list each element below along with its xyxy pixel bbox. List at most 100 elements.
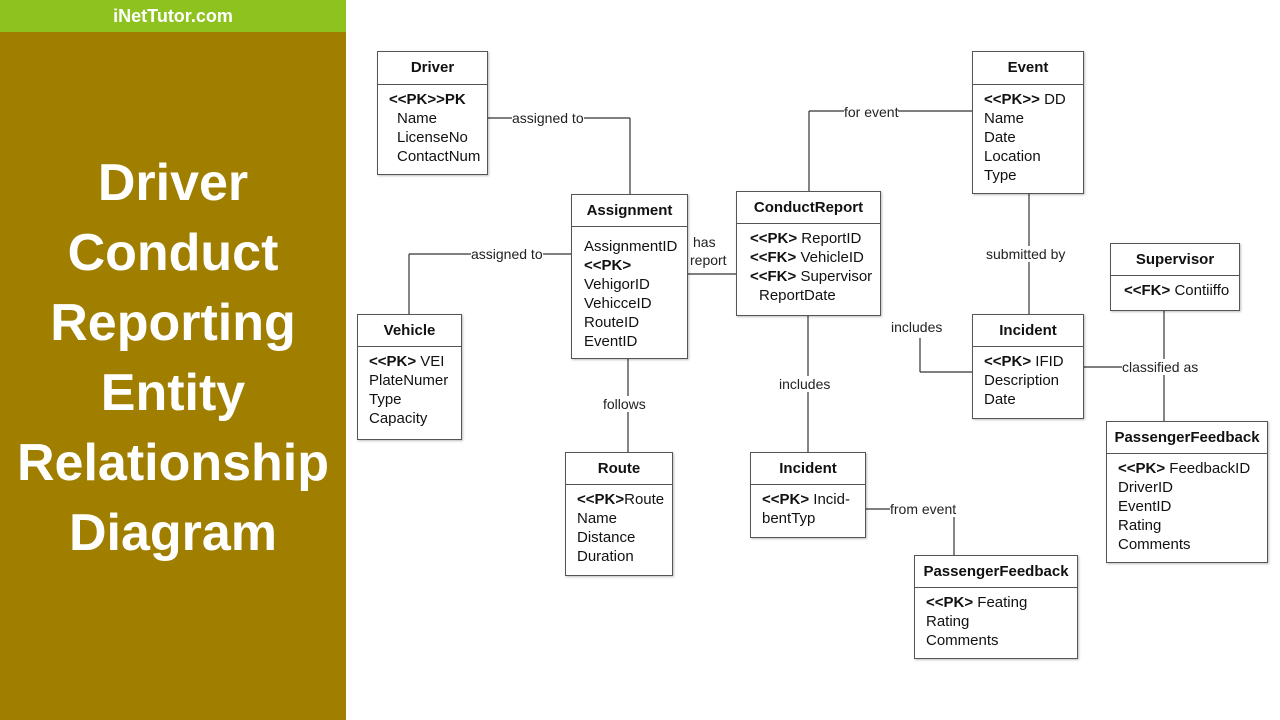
relationship-label: includes <box>891 319 943 335</box>
title-line: Conduct <box>67 224 279 282</box>
attribute: <<PK> ReportID <box>750 229 880 248</box>
entity-title: Vehicle <box>358 315 461 347</box>
attribute-name: Route <box>624 491 665 508</box>
attribute-key: <<PK> <box>1118 460 1166 477</box>
attribute-name: IFID <box>1035 353 1064 370</box>
attribute: ReportDate <box>759 287 836 304</box>
attribute-key: <<PK> <box>369 353 417 370</box>
attribute-name: FeedbackID <box>1169 460 1251 477</box>
entity-event: Event <<PK>> DD Name Date Location Type <box>972 51 1084 194</box>
attribute-list: <<PK> Feating Rating Comments <box>915 588 1077 655</box>
attribute: <<PK> Incid- <box>762 490 865 509</box>
attribute-key: <<PK> <box>926 594 974 611</box>
attribute: <<PK> VEI <box>369 352 461 371</box>
title-line: Entity <box>100 364 246 422</box>
attribute-key: <<FK> <box>750 268 797 285</box>
entity-conduct-report: ConductReport <<PK> ReportID <<FK> Vehic… <box>736 191 881 316</box>
entity-passenger-feedback-right: PassengerFeedback <<PK> FeedbackID Drive… <box>1106 421 1268 563</box>
attribute-list: <<FK> Contiiffo <box>1111 276 1239 305</box>
attribute: ContactNum <box>397 148 481 165</box>
attribute: LicenseNo <box>397 129 468 146</box>
relationship-label: follows <box>603 396 646 412</box>
attribute-list: AssignmentID <<PK> VehigorID VehicceID R… <box>572 227 687 356</box>
attribute: EventID <box>584 333 638 350</box>
entity-title: PassengerFeedback <box>915 556 1077 588</box>
attribute: Description <box>984 372 1060 389</box>
relationship-label: report <box>690 252 727 268</box>
attribute-key: <<PK> <box>584 257 632 274</box>
attribute-list: <<PK>>PK Name LicenseNo ContactNum <box>378 85 487 171</box>
entity-title: ConductReport <box>737 192 880 224</box>
attribute: bentTyp <box>762 510 816 527</box>
attribute-key: <<PK> <box>577 491 625 508</box>
entity-title: Supervisor <box>1111 244 1239 276</box>
attribute: <<PK>Route <box>577 490 672 509</box>
attribute: <<PK>> DD <box>984 90 1083 109</box>
attribute: PlateNumer <box>369 372 449 389</box>
attribute-key: <<PK>> <box>984 91 1040 108</box>
attribute: Duration <box>577 548 634 565</box>
attribute-key: <<PK>> <box>389 91 445 108</box>
attribute: Type <box>984 167 1017 184</box>
relationship-label: submitted by <box>986 246 1066 262</box>
relationship-label: assigned to <box>471 246 543 262</box>
attribute: Type <box>369 391 402 408</box>
relationship-label: from event <box>890 501 957 517</box>
page-title: Driver Conduct Reporting Entity Relation… <box>0 148 346 568</box>
attribute: Comments <box>926 632 999 649</box>
entity-title: Route <box>566 453 672 485</box>
attribute-key: <<FK> <box>1124 282 1171 299</box>
entity-incident-center: Incident <<PK> Incid- bentTyp <box>750 452 866 538</box>
entity-driver: Driver <<PK>>PK Name LicenseNo ContactNu… <box>377 51 488 175</box>
attribute: AssignmentID <box>584 238 678 255</box>
site-name: iNetTutor.com <box>113 5 233 26</box>
attribute-name: Supervisor <box>800 268 873 285</box>
entity-title: Incident <box>973 315 1083 347</box>
entity-title: Event <box>973 52 1083 85</box>
er-diagram: Driver <<PK>>PK Name LicenseNo ContactNu… <box>346 0 1280 720</box>
attribute-list: <<PK> IFID Description Date <box>973 347 1083 414</box>
attribute-name: VEI <box>420 353 445 370</box>
attribute: <<FK> Supervisor <box>750 267 880 286</box>
entity-title: Assignment <box>572 195 687 227</box>
attribute: Distance <box>577 529 636 546</box>
attribute-key: <<PK> <box>984 353 1032 370</box>
attribute: DriverID <box>1118 479 1173 496</box>
attribute-key: <<PK> <box>750 230 798 247</box>
attribute: RouteID <box>584 314 640 331</box>
attribute: Name <box>577 510 618 527</box>
attribute: <<PK> FeedbackID <box>1118 459 1267 478</box>
attribute: <<FK> VehicleID <box>750 248 880 267</box>
title-line: Diagram <box>68 504 278 562</box>
attribute-list: <<PK> VEI PlateNumer Type Capacity <box>358 347 461 433</box>
title-line: Relationship <box>16 434 330 492</box>
attribute: Capacity <box>369 410 428 427</box>
attribute: <<PK>>PK <box>389 90 487 109</box>
attribute: Location <box>984 148 1041 165</box>
attribute: <<PK> IFID <box>984 352 1083 371</box>
attribute-key: <<PK> <box>762 491 810 508</box>
attribute-list: <<PK> FeedbackID DriverID EventID Rating… <box>1107 454 1267 559</box>
attribute-name: Incid- <box>813 491 850 508</box>
attribute: VehicceID <box>584 295 652 312</box>
relationship-label: includes <box>779 376 831 392</box>
entity-title: Incident <box>751 453 865 485</box>
attribute: <<PK> Feating <box>926 593 1077 612</box>
attribute: Name <box>984 110 1025 127</box>
attribute-name: Contiiffo <box>1174 282 1230 299</box>
title-line: Reporting <box>50 294 296 352</box>
attribute-name: Feating <box>977 594 1028 611</box>
attribute: Name <box>397 110 438 127</box>
attribute: Rating <box>1118 517 1162 534</box>
attribute-name: DD <box>1044 91 1066 108</box>
attribute-name: PK <box>444 91 466 108</box>
attribute: <<FK> Contiiffo <box>1124 281 1239 300</box>
attribute-list: <<PK> ReportID <<FK> VehicleID <<FK> Sup… <box>737 224 880 310</box>
entity-title: Driver <box>378 52 487 85</box>
attribute: Comments <box>1118 536 1191 553</box>
entity-route: Route <<PK>Route Name Distance Duration <box>565 452 673 576</box>
entity-passenger-feedback-bottom: PassengerFeedback <<PK> Feating Rating C… <box>914 555 1078 659</box>
entity-title: PassengerFeedback <box>1107 422 1267 454</box>
title-line: Driver <box>97 154 249 212</box>
attribute: Date <box>984 391 1016 408</box>
